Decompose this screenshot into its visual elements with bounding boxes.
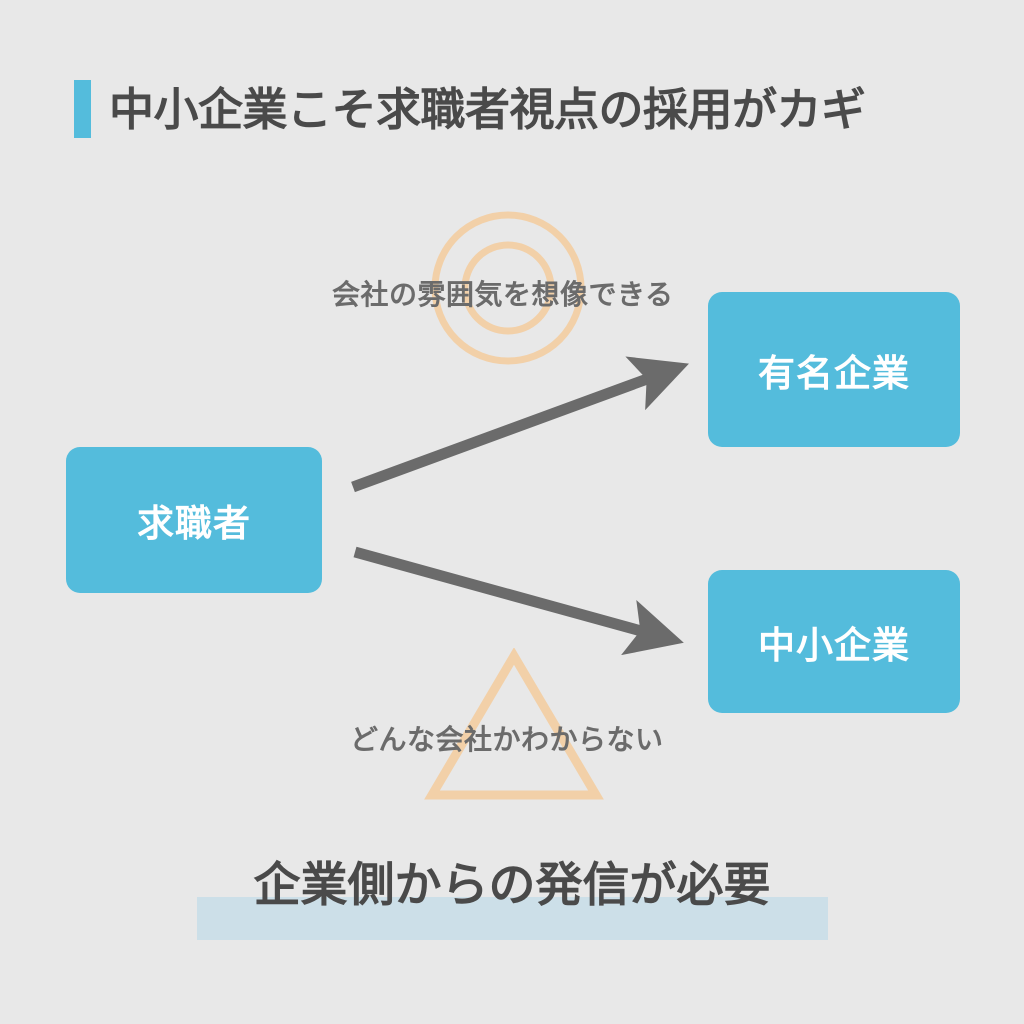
conclusion-highlight-band	[197, 897, 828, 940]
node-seeker[interactable]: 求職者	[66, 447, 322, 593]
page-title: 中小企業こそ求職者視点の採用がカギ	[74, 74, 866, 144]
node-famous-company-label: 有名企業	[758, 352, 910, 394]
arrow-seeker-to-famous	[351, 356, 689, 493]
arrow-seeker-to-sme	[353, 546, 684, 656]
node-small-medium-enterprise[interactable]: 中小企業	[708, 570, 960, 713]
node-seeker-label: 求職者	[137, 503, 251, 544]
conclusion: 企業側からの発信が必要	[0, 856, 1024, 956]
title-accent-bar	[74, 80, 91, 138]
annotation-top: 会社の雰囲気を想像できる	[332, 279, 674, 310]
conclusion-text: 企業側からの発信が必要	[253, 858, 771, 911]
node-famous-company[interactable]: 有名企業	[708, 292, 960, 447]
title-text: 中小企業こそ求職者視点の採用がカギ	[109, 83, 866, 135]
annotation-bottom: どんな会社かわからない	[350, 724, 664, 755]
node-small-medium-enterprise-label: 中小企業	[758, 624, 910, 666]
